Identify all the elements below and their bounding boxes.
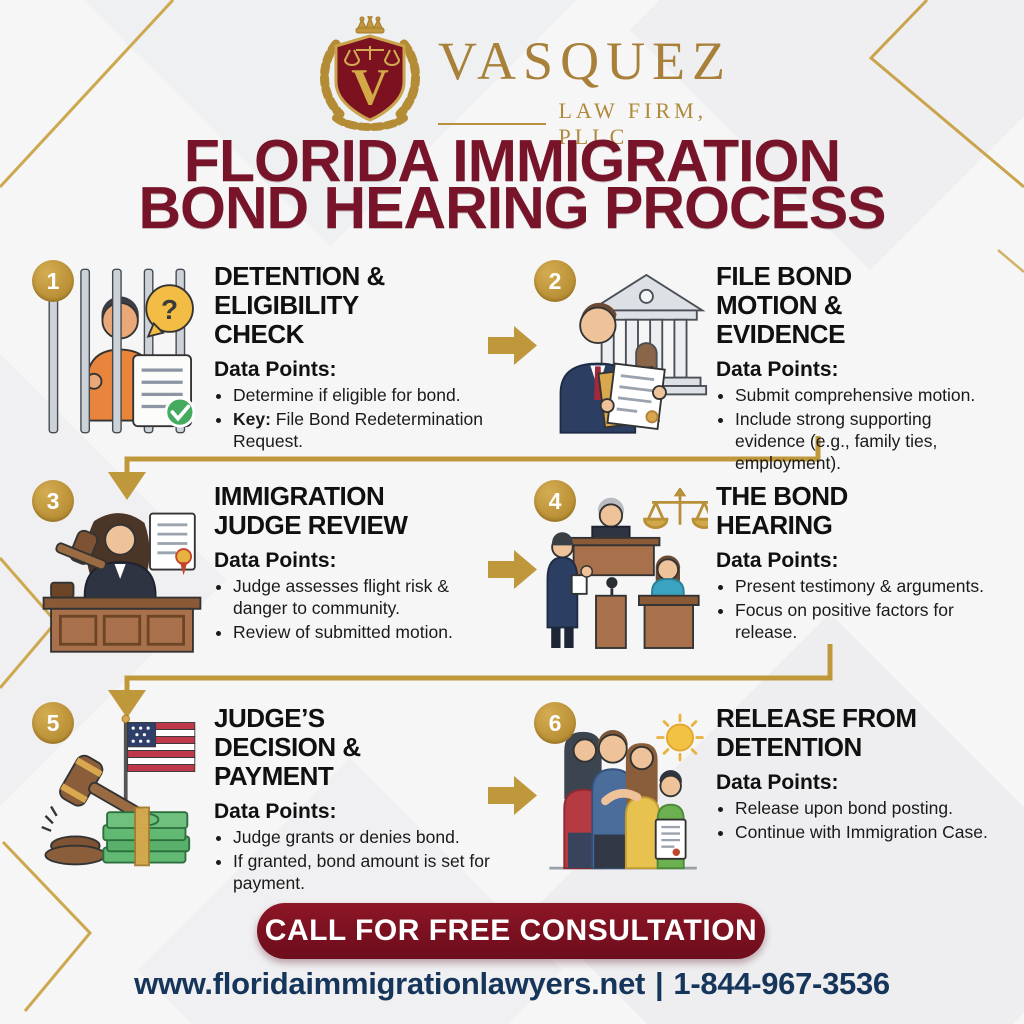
family-release-icon	[549, 713, 704, 870]
logo-monogram: V	[351, 59, 389, 116]
call-for-free-consultation-button[interactable]: CALL FOR FREE CONSULTATION	[257, 903, 765, 959]
bullet: Key: File Bond Redetermination Request.	[233, 409, 501, 453]
bullet: Include strong supporting evidence (e.g.…	[735, 409, 1003, 475]
footer-separator: |	[655, 966, 664, 1001]
page-title-line1: FLORIDA IMMIGRATION	[183, 128, 841, 194]
step-5-badge: 5	[32, 702, 74, 744]
step-2-badge: 2	[534, 260, 576, 302]
data-points-label: Data Points:	[214, 800, 337, 824]
website-link[interactable]: www.floridaimmigrationlawyers.net	[134, 966, 646, 1001]
page-title-line2: BOND HEARING PROCESS	[138, 175, 886, 241]
step-6: 6 RELEASE FROM DETENTION Data Points: Re…	[532, 700, 1018, 870]
step-6-title: RELEASE FROM DETENTION	[716, 703, 917, 763]
motion-papers-icon	[597, 362, 667, 431]
release-certificate-icon	[654, 818, 687, 860]
judge-review-icon	[42, 512, 202, 653]
step-2-bullets: Submit comprehensive motion. Include str…	[716, 385, 1003, 475]
phone-number: 1-844-967-3536	[673, 966, 890, 1001]
step-1-title: DETENTION & ELIGIBILITY CHECK	[214, 261, 385, 350]
step-3-bullets: Judge assesses flight risk & danger to c…	[214, 576, 501, 644]
bond-hearing-courtroom-icon	[546, 488, 708, 649]
lawyer-courthouse-icon	[559, 273, 708, 434]
detainee-behind-bars-icon: ?	[48, 268, 196, 434]
step-4-bullets: Present testimony & arguments. Focus on …	[716, 576, 1003, 644]
gavel-icon	[59, 754, 146, 821]
scales-of-justice-icon	[343, 46, 401, 66]
step-6-badge: 6	[534, 702, 576, 744]
step-5: 5 JUDGE’S DECISION & PAYMENT Data Points…	[30, 700, 516, 897]
cta-label: CALL FOR FREE CONSULTATION	[264, 914, 758, 947]
checked-document-icon	[132, 354, 196, 428]
step-3: 3 IMMIGRATION JUDGE REVIEW Data Points: …	[30, 478, 516, 653]
step-2-title: FILE BOND MOTION & EVIDENCE	[716, 261, 852, 350]
step-3-title: IMMIGRATION JUDGE REVIEW	[214, 481, 408, 541]
step-4-badge: 4	[534, 480, 576, 522]
svg-text:?: ?	[161, 294, 178, 325]
step-1-bullets: Determine if eligible for bond. Key: Fil…	[214, 385, 501, 453]
data-points-label: Data Points:	[716, 771, 839, 795]
bullet: Judge assesses flight risk & danger to c…	[233, 576, 501, 620]
bullet: Present testimony & arguments.	[735, 576, 1003, 598]
step-4-title: THE BOND HEARING	[716, 481, 848, 541]
cash-stack-icon	[102, 806, 191, 867]
brand-block: VASQUEZ LAW FIRM, PLLC	[438, 34, 768, 150]
footer-contact: www.floridaimmigrationlawyers.net | 1-844-…	[0, 966, 1024, 1002]
bullet: Focus on positive factors for release.	[735, 600, 1003, 644]
step-5-bullets: Judge grants or denies bond. If granted,…	[214, 827, 501, 895]
data-points-label: Data Points:	[716, 549, 839, 573]
data-points-label: Data Points:	[214, 549, 337, 573]
step-1: ? 1 DETENTION & ELIGIBILITY CHECK	[30, 258, 516, 455]
bullet: Continue with Immigration Case.	[735, 822, 1003, 844]
step-5-title: JUDGE’S DECISION & PAYMENT	[214, 703, 361, 792]
brand-name: VASQUEZ	[438, 31, 733, 91]
step-2: 2 FILE BOND MOTION & EVIDENCE Data Point…	[532, 258, 1018, 477]
bullet: Release upon bond posting.	[735, 798, 1003, 820]
decision-payment-icon	[41, 714, 196, 867]
sun-icon	[656, 713, 704, 762]
vasquez-law-firm-logo: V	[320, 16, 420, 131]
step-1-badge: 1	[32, 260, 74, 302]
podium-microphone	[595, 577, 627, 649]
gavel-icon	[55, 529, 107, 571]
question-bubble-icon: ?	[145, 284, 194, 338]
page-title: FLORIDA IMMIGRATION BOND HEARING PROCESS	[0, 128, 1024, 241]
data-points-label: Data Points:	[214, 358, 337, 382]
brand-rule	[438, 123, 547, 125]
bullet: Determine if eligible for bond.	[233, 385, 501, 407]
step-6-bullets: Release upon bond posting. Continue with…	[716, 798, 1003, 844]
step-4: 4 THE BOND HEARING Data Points: Present …	[532, 478, 1018, 649]
data-points-label: Data Points:	[716, 358, 839, 382]
bullet: Submit comprehensive motion.	[735, 385, 1003, 407]
witness-figure	[638, 555, 700, 649]
step-3-badge: 3	[32, 480, 74, 522]
bullet: If granted, bond amount is set for payme…	[233, 851, 501, 895]
brand-subtitle: LAW FIRM, PLLC	[558, 98, 708, 149]
bullet: Review of submitted motion.	[233, 622, 501, 644]
attorney-figure	[546, 532, 593, 648]
scales-icon	[643, 488, 708, 529]
certificate-icon	[149, 512, 196, 576]
bullet: Judge grants or denies bond.	[233, 827, 501, 849]
